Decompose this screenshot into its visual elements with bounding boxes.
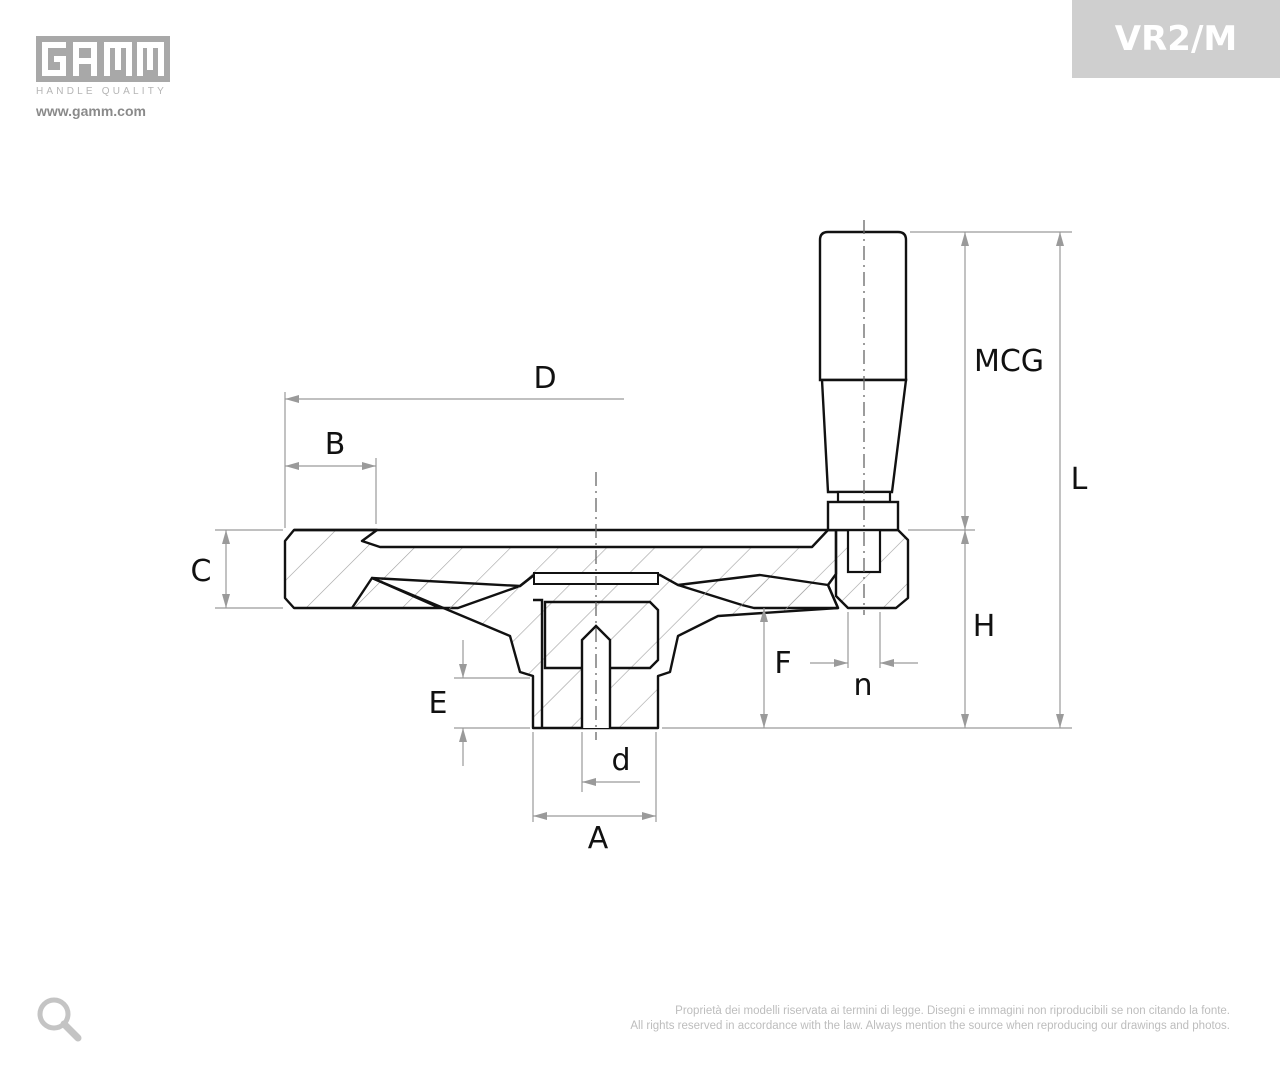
dim-label-F: F: [774, 646, 791, 681]
dim-label-d: d: [611, 743, 630, 778]
brand-tagline: HANDLE QUALITY: [36, 86, 167, 97]
dim-label-MCG: MCG: [974, 344, 1044, 379]
product-code-badge: VR2/M: [1072, 0, 1280, 78]
dimension-lines: [215, 231, 1072, 822]
dim-label-H: H: [973, 609, 996, 644]
magnifier-icon: [37, 997, 82, 1042]
dim-label-C: C: [191, 554, 212, 589]
copyright-line-it: Proprietà dei modelli riservata ai termi…: [675, 1005, 1230, 1017]
dim-label-n: n: [853, 668, 872, 703]
center-lines: [595, 220, 865, 740]
dim-label-B: B: [325, 427, 346, 462]
brand-logo: [36, 36, 170, 82]
dimension-arrows: [222, 232, 1064, 820]
wheel-section: [283, 500, 910, 730]
dim-label-D: D: [533, 361, 556, 396]
brand-website-link[interactable]: www.gamm.com: [36, 103, 146, 119]
copyright-line-en: All rights reserved in accordance with t…: [630, 1020, 1230, 1032]
dim-label-L: L: [1071, 462, 1088, 497]
revolving-handle: [818, 230, 908, 532]
dim-label-A: A: [588, 821, 609, 856]
zoom-button[interactable]: [36, 996, 82, 1042]
copyright-notice: Proprietà dei modelli riservata ai termi…: [630, 1004, 1230, 1034]
dim-label-E: E: [429, 686, 448, 721]
